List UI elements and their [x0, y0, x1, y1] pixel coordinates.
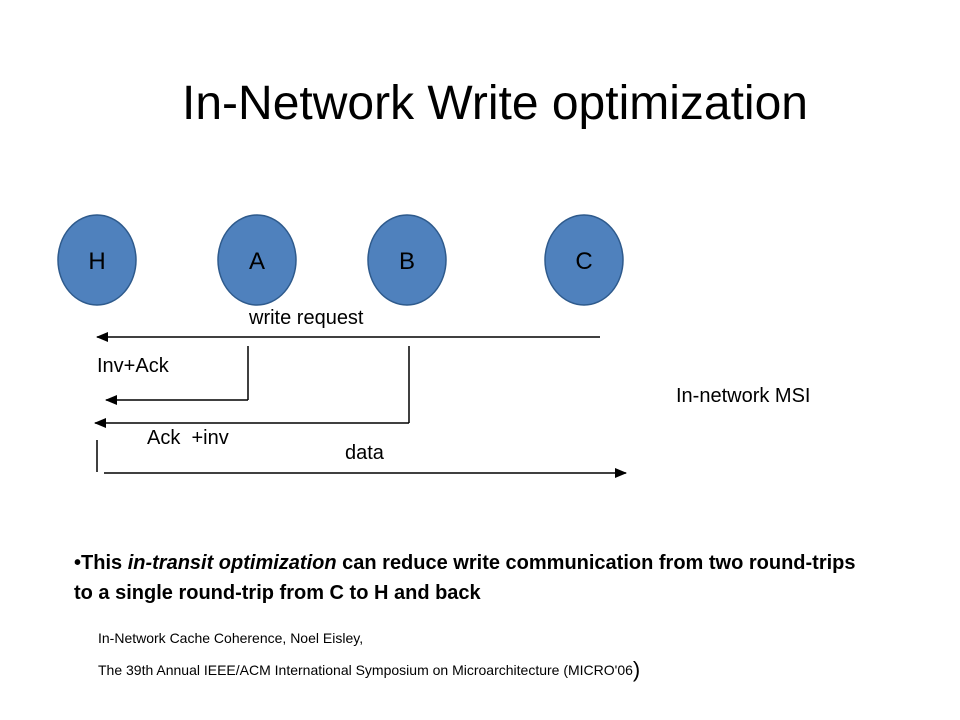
- write-request-label: write request: [248, 307, 364, 329]
- summary-bullet: •This in-transit optimization can reduce…: [74, 548, 874, 608]
- node-h-circle: [57, 214, 137, 306]
- node-h: H: [57, 214, 137, 306]
- inv-ack-label: Inv+Ack: [97, 355, 170, 377]
- data-label: data: [345, 442, 385, 464]
- node-c: C: [544, 214, 624, 306]
- bullet-text-part1: This: [81, 552, 128, 574]
- ack-inv-label: Ack +inv: [147, 427, 229, 449]
- bullet-marker: •: [74, 552, 82, 574]
- bullet-text-italic: in-transit optimization: [127, 552, 337, 574]
- in-network-msi-label: In-network MSI: [676, 385, 810, 407]
- node-a-circle: [217, 214, 297, 306]
- node-b-label: B: [399, 248, 415, 275]
- node-c-circle: [544, 214, 624, 306]
- citation-closing-paren: ): [632, 657, 641, 682]
- bullet-text-part3: can reduce write communication from two …: [74, 552, 856, 604]
- node-c-label: C: [575, 248, 592, 275]
- node-b: B: [367, 214, 447, 306]
- citation-line-2: The 39th Annual IEEE/ACM International S…: [98, 657, 641, 682]
- node-b-circle: [367, 214, 447, 306]
- node-h-label: H: [88, 248, 105, 275]
- citation-line-1: In-Network Cache Coherence, Noel Eisley,: [98, 630, 364, 646]
- slide-title: In-Network Write optimization: [182, 77, 808, 130]
- node-a: A: [217, 214, 297, 306]
- citation-line-2-text: The 39th Annual IEEE/ACM International S…: [98, 662, 633, 678]
- node-a-label: A: [249, 248, 265, 275]
